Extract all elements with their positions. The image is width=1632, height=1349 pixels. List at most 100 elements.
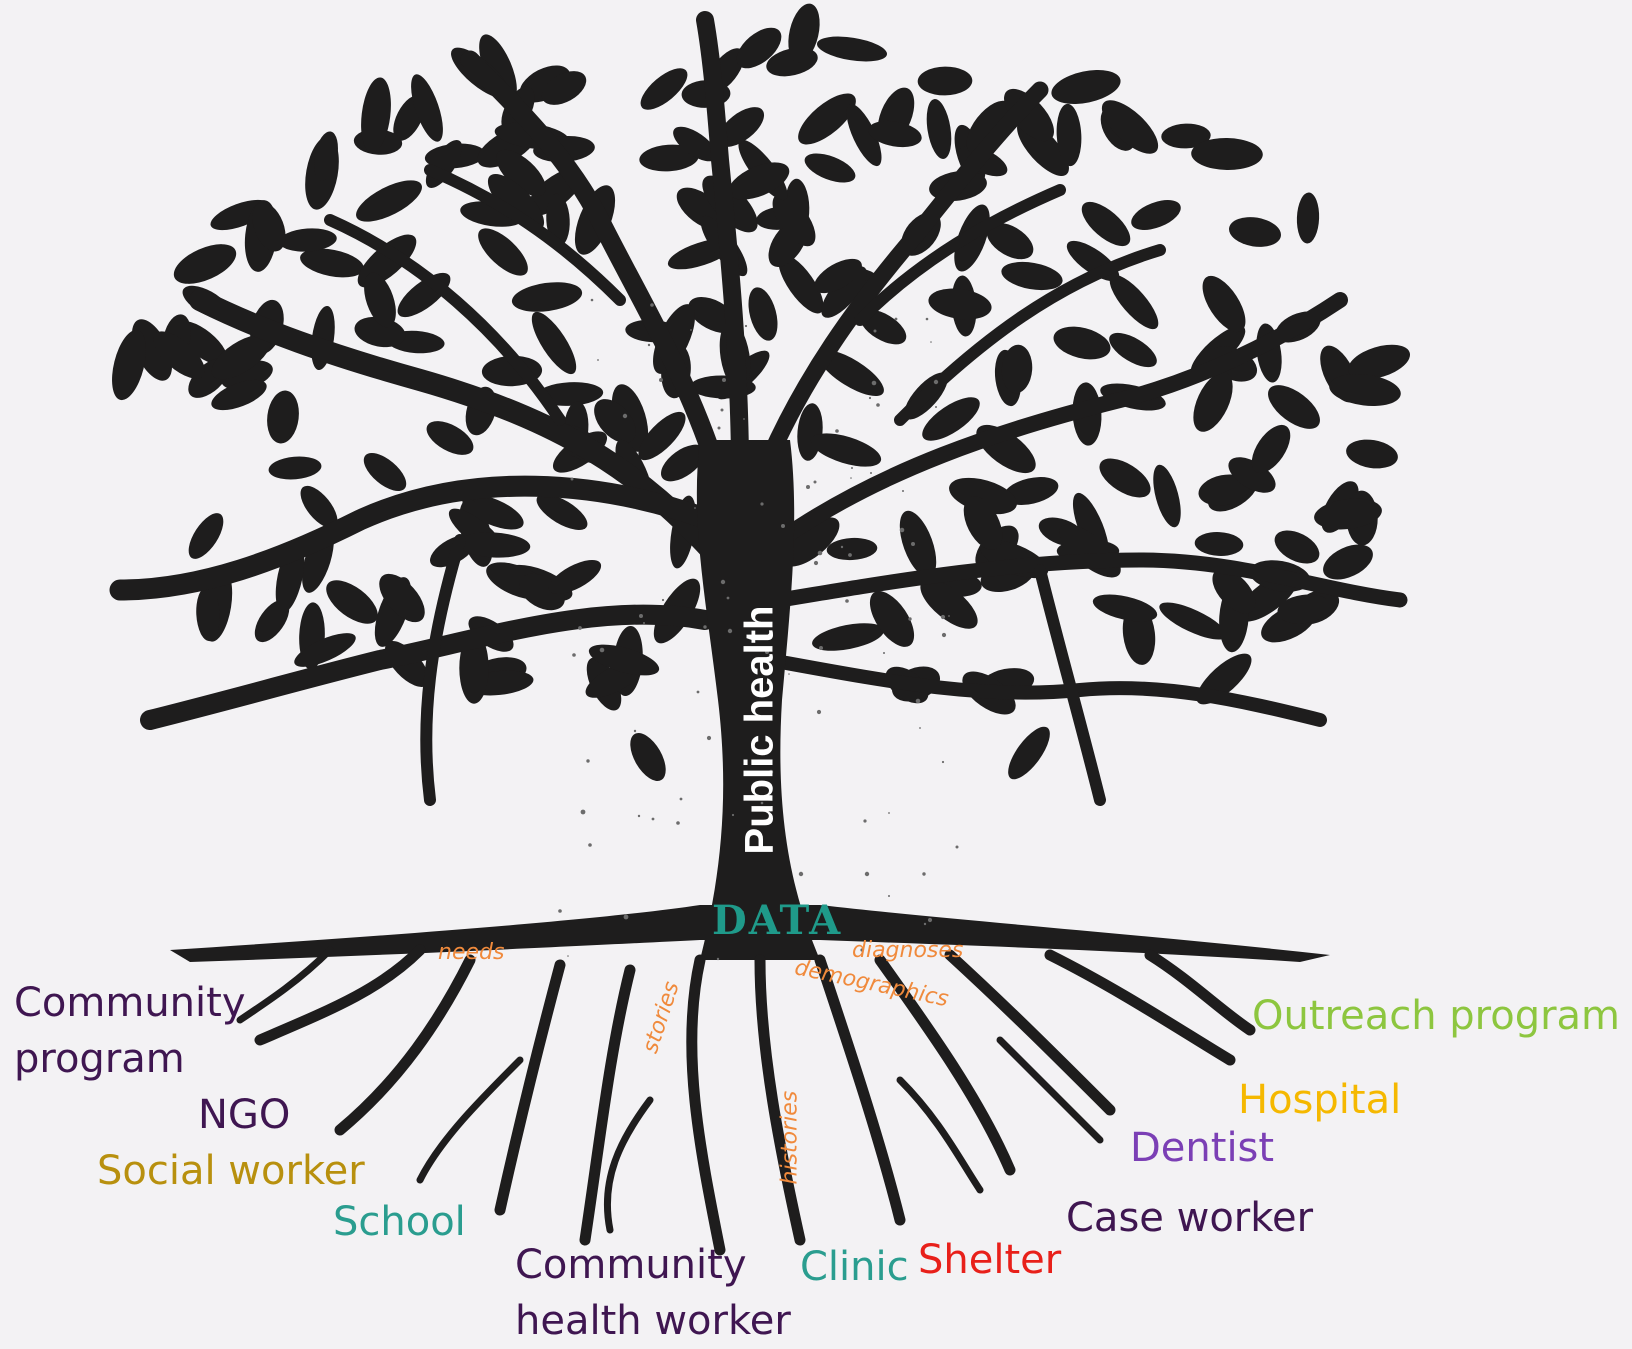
leaf: [252, 202, 286, 252]
stakeholder-hospital: Hospital: [1238, 1072, 1401, 1128]
branch-10: [324, 214, 566, 426]
branch-5: [696, 11, 749, 479]
speckle: [768, 769, 774, 775]
speckle: [819, 646, 823, 650]
speckle: [744, 324, 748, 328]
leaf: [267, 390, 299, 444]
stakeholder-community-health-worker-line-2: health worker: [515, 1298, 791, 1344]
branch-8: [772, 552, 1408, 608]
leaf: [868, 120, 922, 148]
leaf: [1092, 594, 1158, 622]
speckle: [650, 303, 654, 307]
leaf: [268, 456, 322, 480]
speckle: [851, 467, 853, 469]
leaf: [1008, 726, 1050, 780]
root-4: [579, 964, 636, 1246]
leaf: [363, 452, 407, 492]
speckle: [908, 617, 912, 621]
leaf: [1131, 200, 1181, 230]
speckle: [876, 403, 880, 407]
root-12: [236, 946, 334, 1024]
leaf: [1202, 275, 1246, 333]
speckle: [850, 477, 852, 479]
leaf: [1159, 602, 1227, 640]
speckle: [923, 922, 927, 926]
speckle: [717, 426, 721, 430]
leaf: [361, 77, 391, 153]
leaf: [1053, 326, 1111, 360]
leaf: [196, 586, 220, 642]
speckle: [883, 652, 885, 654]
stakeholder-dentist: Dentist: [1130, 1120, 1274, 1176]
leaf: [630, 732, 666, 782]
leaf: [1346, 439, 1398, 469]
leaf: [478, 228, 528, 276]
leaf: [511, 282, 583, 312]
speckle: [868, 396, 872, 400]
root-word-needs: needs: [438, 940, 505, 965]
leaf: [846, 103, 882, 167]
root-1: [254, 944, 426, 1046]
leaf: [300, 485, 338, 529]
stakeholder-outreach-program-line-1: Outreach program: [1252, 993, 1621, 1039]
leaf: [1314, 498, 1382, 530]
root-14: [896, 1076, 984, 1194]
speckle: [637, 814, 641, 818]
leaf: [1153, 464, 1181, 528]
leaf: [364, 272, 396, 328]
leaf: [531, 311, 577, 375]
leaf: [639, 144, 699, 172]
speckle: [948, 615, 950, 617]
leaf: [1081, 201, 1131, 247]
speckle: [558, 909, 562, 913]
leaf: [1051, 69, 1121, 105]
root-2: [334, 954, 476, 1136]
speckle: [570, 477, 574, 481]
speckle: [742, 911, 744, 913]
speckle: [922, 872, 926, 876]
leaf: [1191, 137, 1263, 171]
stakeholder-case-worker-line-1: Case worker: [1066, 1195, 1314, 1241]
tree-roots: [170, 905, 1330, 1256]
leaf: [541, 71, 587, 105]
speckle: [935, 406, 937, 408]
root-11: [1144, 949, 1256, 1036]
speckle: [633, 729, 637, 733]
leaf: [1268, 385, 1320, 429]
speckle: [716, 957, 720, 961]
leaf: [818, 349, 884, 397]
leaf: [728, 162, 790, 200]
speckle: [760, 502, 764, 506]
speckle: [588, 843, 592, 847]
root-16: [996, 1036, 1104, 1144]
trunk-shape: [696, 440, 820, 960]
leaf: [487, 173, 545, 231]
speckle: [788, 673, 790, 675]
leaf: [812, 623, 884, 651]
speckle: [703, 625, 707, 629]
leaf: [588, 644, 660, 676]
speckle: [597, 359, 599, 361]
speckle: [941, 632, 947, 638]
root-8: [874, 954, 1016, 1176]
tree-texture-speckles: [558, 298, 959, 961]
leaf: [457, 532, 531, 558]
speckle: [731, 813, 735, 817]
speckle: [919, 727, 921, 729]
speckle: [578, 626, 582, 630]
leaf: [411, 74, 443, 142]
speckle: [873, 329, 877, 333]
leaf: [548, 560, 602, 594]
stakeholder-hospital-line-1: Hospital: [1238, 1077, 1402, 1123]
leaf: [314, 131, 338, 181]
speckle: [817, 550, 823, 556]
speckle: [845, 599, 849, 603]
speckle: [955, 845, 959, 849]
branch-4: [460, 50, 730, 490]
speckle: [902, 490, 904, 492]
leaf: [1277, 594, 1331, 624]
leaf: [1109, 274, 1159, 330]
leaf: [279, 228, 337, 252]
speckle: [864, 871, 870, 877]
